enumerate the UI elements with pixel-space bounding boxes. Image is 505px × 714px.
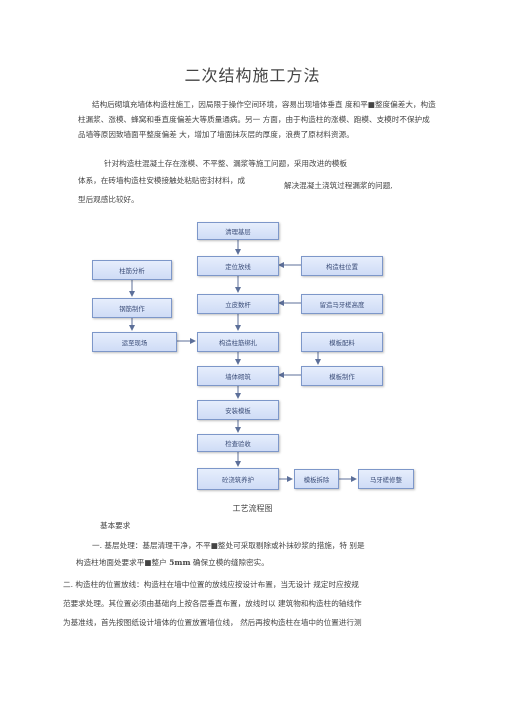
node-toothed-repair: 马牙槎修整: [358, 469, 414, 489]
item1-line1: 一. 基层处理：基层清理干净，不平■整处可采取剔除或补抹砂浆的措施，特 别是: [92, 541, 365, 550]
node-pour-cure: 砼浇筑养护: [197, 468, 279, 490]
node-toothed-height: 留造马牙槎高度: [301, 294, 383, 314]
node-wall-build: 墙体砌筑: [197, 366, 279, 386]
node-install-formwork: 安装模板: [197, 400, 279, 420]
node-inspect: 检查验收: [197, 434, 279, 452]
intro-paragraph: 结构后砌填充墙体构造柱施工，因局限于操作空间环境，容易出现墙体垂直 度和平■整度…: [78, 100, 436, 139]
node-formwork-make: 模板制作: [301, 366, 383, 386]
node-remove-formwork: 模板拆除: [294, 469, 339, 489]
item1-line2: 构造柱地面处要求平■整户 5mm 确保立模的缝隙密实。: [76, 557, 269, 568]
node-formwork-config: 模板配料: [301, 332, 383, 352]
item1-line2b: 5mm: [169, 558, 191, 567]
section-heading: 基本要求: [100, 521, 131, 530]
paragraph2-line3: 型后观感比较好。: [78, 195, 139, 204]
node-transport: 运至现场: [92, 332, 177, 352]
paragraph2-line1: 针对构造柱混凝土存在涨模、不平整、漏浆等施工问题，采用改进的模板: [104, 159, 347, 168]
item2-line3: 为基准线，首先按图纸设计墙体的位置放置墙位线， 然后再按构造柱在墙中的位置进行测: [63, 618, 362, 627]
paragraph2-line2a: 体系，在砖墙构造柱安模接触处粘贴密封材料，成: [78, 176, 246, 185]
page-title: 二次结构施工方法: [184, 66, 321, 85]
node-locate-line: 定位放线: [197, 256, 279, 276]
node-vertical-rod: 立皮数杆: [197, 294, 279, 314]
item2-line1: 二. 构造柱的位置放线：构造柱在墙中位置的放线应按设计布置，当无设计 规定时应按…: [63, 580, 359, 589]
node-clean-base: 清理基层: [197, 222, 279, 240]
paragraph2-line2b: 解决混凝土浇筑过程漏浆的问题,: [284, 181, 393, 190]
node-column-bind: 构造柱筋绑扎: [197, 332, 279, 352]
node-rebar-make: 钢筋制作: [92, 298, 172, 318]
flowchart-caption: 工艺流程图: [232, 504, 273, 513]
flowchart-connectors: [129, 240, 357, 482]
item2-line2: 范要求处理。其位置必须由基础向上按各层垂直布置，放线时以 建筑物和构造柱的轴线作: [63, 599, 362, 608]
process-flowchart: 清理基层 定位放线 构造柱位置 柱筋分析 钢筋制作 立皮数杆 留造马牙槎高度 运…: [86, 216, 416, 500]
node-column-position: 构造柱位置: [301, 256, 383, 276]
node-rebar-analysis: 柱筋分析: [92, 260, 172, 280]
item1-line2c: 确保立模的缝隙密实。: [192, 558, 269, 567]
item1-line2a: 构造柱地面处要求平■整户: [76, 558, 167, 567]
